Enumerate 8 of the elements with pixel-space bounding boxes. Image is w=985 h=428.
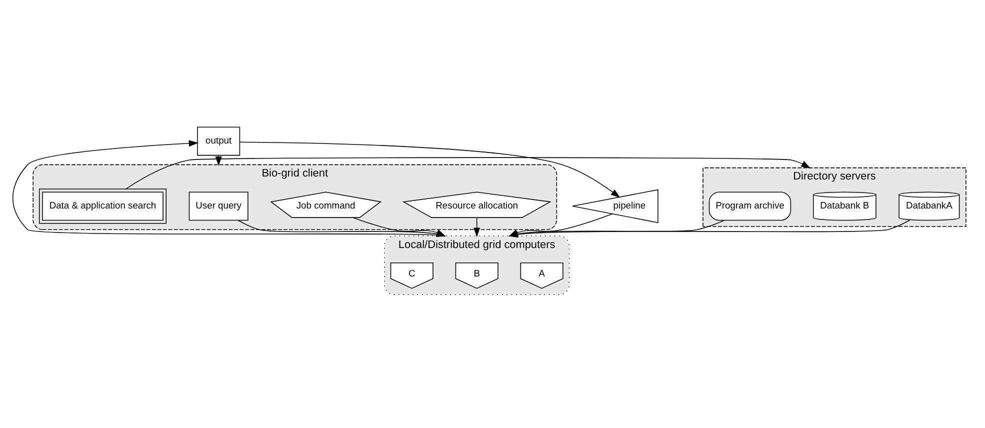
arrow (126, 157, 811, 190)
node-box: User query (188, 192, 248, 221)
node-box: output (197, 126, 240, 156)
arrow (215, 155, 222, 166)
node-box: Data & application search (38, 188, 167, 224)
node-box: Program archive (708, 192, 792, 221)
arrow (239, 142, 620, 198)
arrow (474, 217, 480, 238)
